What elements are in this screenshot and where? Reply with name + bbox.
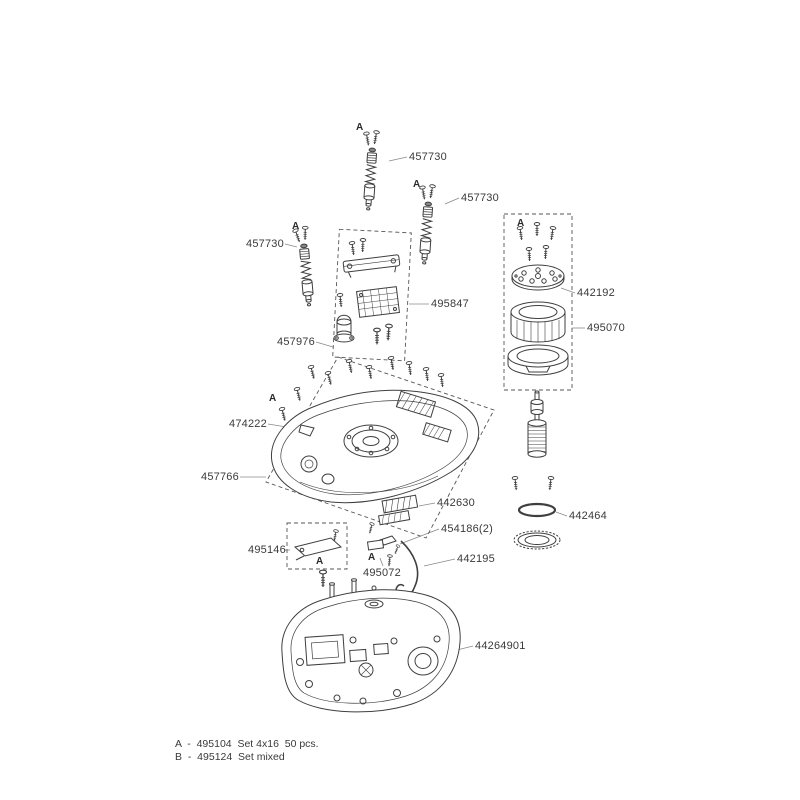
- screw-set-marker-a: A: [517, 218, 525, 229]
- pump-cap-457976: [333, 292, 355, 343]
- top-housing-457766: [265, 355, 495, 539]
- part-label-442192: 442192: [577, 287, 615, 299]
- latch-474222: [298, 424, 315, 437]
- part-label-457766: 457766: [201, 471, 239, 483]
- chassis-44264901: [281, 578, 461, 713]
- part-label-474222: 474222: [229, 418, 267, 430]
- spindle-457764: [527, 390, 547, 458]
- collar: [507, 344, 569, 376]
- part-label-495146: 495146: [248, 544, 286, 556]
- legend-line-a: A - 495104 Set 4x16 50 pcs.: [175, 738, 319, 750]
- hub: [343, 424, 399, 458]
- part-label-495070: 495070: [587, 322, 625, 334]
- bracket-assembly-495847: [332, 228, 412, 362]
- hub-disc-442192: [511, 264, 565, 291]
- part-label-442195: 442195: [457, 553, 495, 565]
- part-label-454186: 454186(2): [441, 523, 493, 535]
- part-label-457730-left: 457730: [246, 238, 284, 250]
- screw-set-marker-a: A: [292, 221, 300, 232]
- part-label-457976: 457976: [277, 336, 315, 348]
- o-ring-442464: [517, 502, 557, 518]
- part-label-457730-top: 457730: [409, 151, 447, 163]
- bracket-495072: [366, 539, 393, 567]
- screw-set-marker-a: A: [356, 122, 364, 133]
- drum-495070: [510, 301, 566, 343]
- part-label-495072: 495072: [363, 567, 401, 579]
- screw-set-marker-a: A: [413, 179, 421, 190]
- grille-442630: [377, 494, 419, 526]
- valve-assembly-right: [418, 183, 437, 265]
- part-label-495847: 495847: [431, 298, 469, 310]
- wheel-hub-assembly: [503, 213, 573, 391]
- valve-assembly-top: [362, 129, 381, 211]
- part-label-442630: 442630: [437, 497, 475, 509]
- screw-set-marker-a: A: [316, 556, 324, 567]
- part-label-44264901: 44264901: [475, 640, 526, 652]
- part-label-442464: 442464: [569, 510, 607, 522]
- part-label-457730-right: 457730: [461, 192, 499, 204]
- legend-line-b: B - 495124 Set mixed: [175, 751, 285, 763]
- screw-set-marker-a: A: [368, 552, 376, 563]
- gear-ring: [513, 530, 561, 550]
- plate-kit-495146: [286, 522, 348, 570]
- valve-assembly-left: [291, 225, 315, 307]
- screw-set-marker-a: A: [269, 393, 277, 404]
